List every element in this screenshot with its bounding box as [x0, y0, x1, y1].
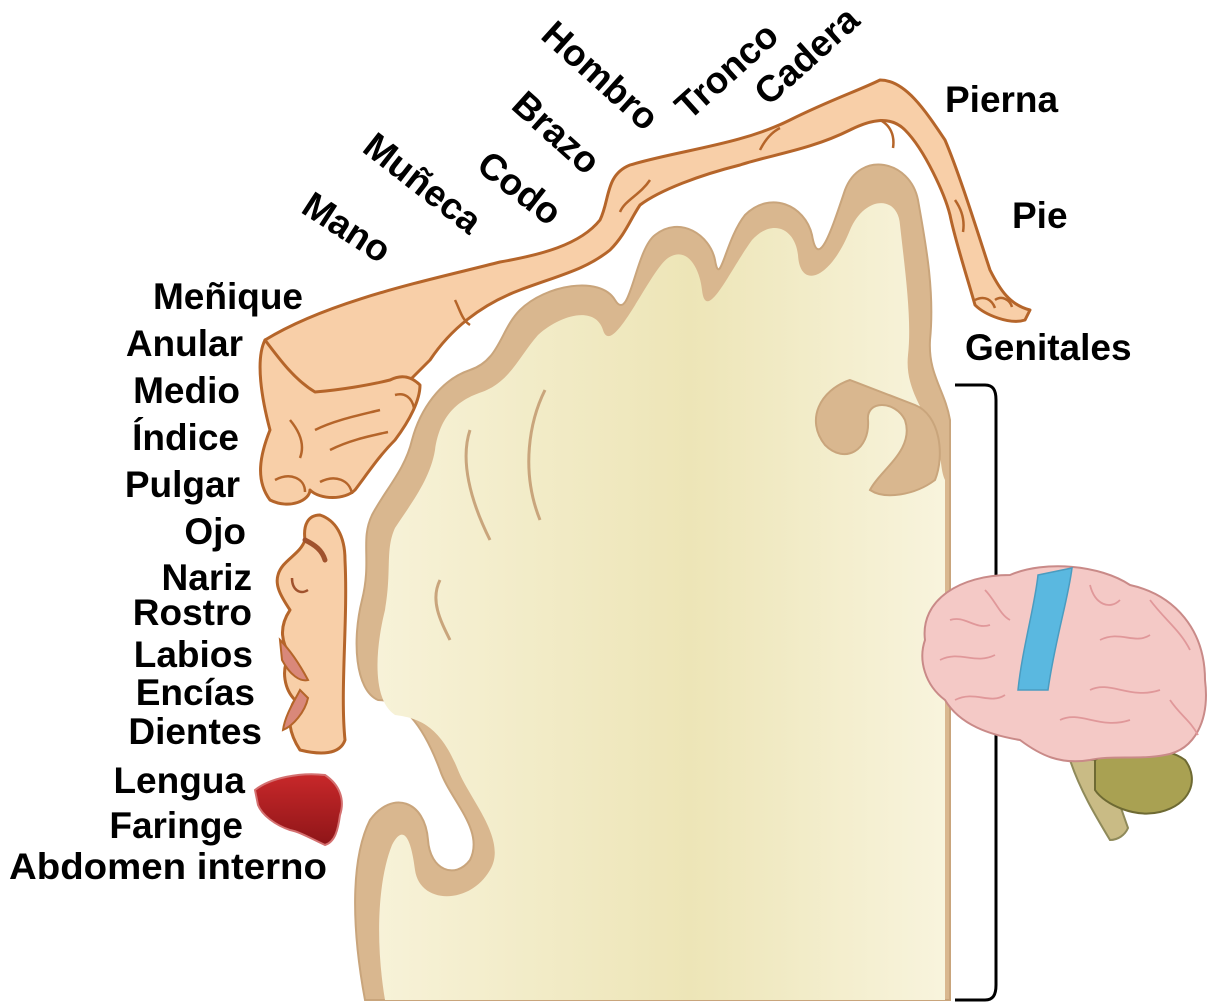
label-mano: Mano — [295, 184, 398, 271]
label-faringe: Faringe — [109, 805, 243, 846]
label-encias: Encías — [136, 672, 255, 713]
label-rostro: Rostro — [133, 592, 252, 633]
label-labios: Labios — [134, 634, 253, 675]
label-abdomen-interno: Abdomen interno — [9, 846, 327, 887]
label-face-column: Ojo Nariz Rostro Labios Encías Dientes — [128, 511, 262, 752]
label-genitales: Genitales — [965, 327, 1132, 368]
tongue — [255, 774, 342, 845]
label-menique: Meñique — [153, 276, 303, 317]
label-medio: Medio — [133, 370, 240, 411]
label-indice: Índice — [132, 417, 239, 458]
label-lengua: Lengua — [113, 760, 245, 801]
brain-inset-icon — [922, 566, 1206, 840]
label-ojo: Ojo — [184, 511, 246, 552]
label-pulgar: Pulgar — [125, 464, 240, 505]
label-pierna: Pierna — [945, 79, 1059, 120]
label-anular: Anular — [126, 323, 243, 364]
label-dientes: Dientes — [128, 711, 262, 752]
label-pie: Pie — [1012, 195, 1068, 236]
